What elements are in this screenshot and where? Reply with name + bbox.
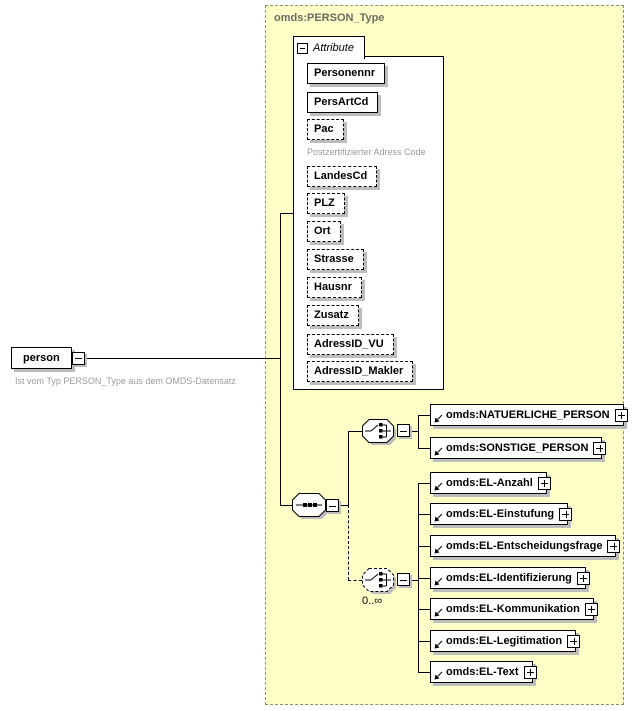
connector-line [280,505,294,506]
element-reference-icon [434,640,443,649]
attribute-personennr[interactable]: Personennr [307,63,386,84]
connector-line-dashed [348,505,349,580]
element-reference-icon [434,608,443,617]
connector-line [418,483,419,672]
connector-line [348,431,362,432]
expand-button[interactable] [523,665,537,679]
element-label: omds:EL-Entscheidungsfrage [446,540,603,552]
attribute-strasse[interactable]: Strasse [307,249,364,270]
connector-line [411,580,418,581]
connector-line [418,672,430,673]
expand-button[interactable] [584,602,598,616]
element-reference-icon [434,414,443,423]
element-reference-icon [434,447,443,456]
choice-icon-optional[interactable] [362,568,400,596]
element-label: omds:EL-Identifizierung [446,572,572,584]
collapse-button[interactable] [326,499,339,512]
element-el-anzahl[interactable]: omds:EL-Anzahl [430,472,551,494]
connector-line [418,415,430,416]
expand-button[interactable] [576,571,590,585]
element-label: omds:EL-Legitimation [446,635,563,647]
element-reference-icon [434,482,443,491]
expand-button[interactable] [567,634,581,648]
element-el-entscheidungsfrage[interactable]: omds:EL-Entscheidungsfrage [430,535,621,557]
attribute-adressid-makler[interactable]: AdressID_Makler [307,361,414,382]
element-label: omds:EL-Kommunikation [446,603,580,615]
element-label: omds:SONSTIGE_PERSON [446,442,589,454]
connector-line [280,213,293,214]
element-el-text[interactable]: omds:EL-Text [430,661,537,683]
collapse-button[interactable] [397,424,410,437]
attribute-pac[interactable]: Pac [307,119,344,140]
element-reference-icon [434,671,443,680]
attribute-pac-annotation: Postzertifizierter Adress Code [307,147,426,157]
connector-line [418,448,430,449]
element-reference-icon [434,545,443,554]
collapse-button[interactable] [397,573,410,586]
connector-line [280,213,281,506]
attributes-tab[interactable]: Attribute [293,36,365,59]
element-reference-icon [434,577,443,586]
connector-line [418,415,419,448]
sequence-icon[interactable] [292,493,332,521]
collapse-button[interactable] [71,351,85,365]
attributes-tab-label: Attribute [313,42,354,54]
connector-line [418,483,430,484]
attribute-plz[interactable]: PLZ [307,193,345,214]
connector-line [418,546,430,547]
connector-line [418,514,430,515]
connector-line-dashed [348,580,362,581]
occurrence-label: 0..∞ [362,595,383,607]
connector-line [411,431,418,432]
person-element-label[interactable]: person [11,347,72,369]
expand-button[interactable] [537,476,551,490]
connector-line [418,609,430,610]
element-el-identifizierung[interactable]: omds:EL-Identifizierung [430,567,590,589]
expand-button[interactable] [559,507,573,521]
collapse-button[interactable] [297,42,308,54]
element-el-legitimation[interactable]: omds:EL-Legitimation [430,630,581,652]
expand-button[interactable] [614,408,628,422]
attribute-hausnr[interactable]: Hausnr [307,277,362,298]
element-label: omds:EL-Anzahl [446,477,533,489]
expand-button[interactable] [593,441,607,455]
attribute-ort[interactable]: Ort [307,221,341,242]
person-element-node[interactable]: person [11,347,85,369]
attribute-adressid-vu[interactable]: AdressID_VU [307,334,394,355]
connector-line [418,578,430,579]
person-annotation: Ist vom Typ PERSON_Type aus dem OMDS-Dat… [15,376,236,386]
complex-type-label: omds:PERSON_Type [274,12,385,24]
element-sonstige-person[interactable]: omds:SONSTIGE_PERSON [430,437,607,459]
choice-icon[interactable] [362,419,400,447]
element-label: omds:EL-Einstufung [446,508,555,520]
element-label: omds:NATUERLICHE_PERSON [446,409,610,421]
connector-line [348,431,349,505]
element-label: omds:EL-Text [446,666,519,678]
element-el-kommunikation[interactable]: omds:EL-Kommunikation [430,598,598,620]
element-el-einstufung[interactable]: omds:EL-Einstufung [430,503,573,525]
attribute-zusatz[interactable]: Zusatz [307,305,359,326]
expand-button[interactable] [607,539,621,553]
connector-line [76,358,280,359]
attribute-landescd[interactable]: LandesCd [307,166,378,187]
connector-line [339,505,348,506]
connector-line [418,641,430,642]
element-reference-icon [434,513,443,522]
attribute-persartcd[interactable]: PersArtCd [307,92,379,113]
element-natuerliche-person[interactable]: omds:NATUERLICHE_PERSON [430,404,628,426]
